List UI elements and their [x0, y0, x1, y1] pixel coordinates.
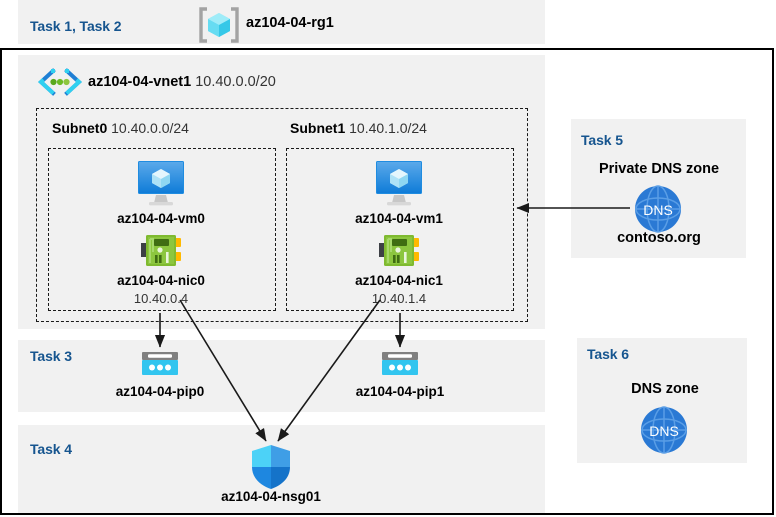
pip1-label: az104-04-pip1 — [355, 384, 445, 399]
network-security-group-icon — [249, 443, 293, 496]
subnet0-name: Subnet0 — [52, 120, 108, 136]
virtual-machine-icon — [133, 159, 189, 212]
nic1-ip: 10.40.1.4 — [371, 291, 427, 306]
dns-zone-heading: DNS zone — [631, 381, 699, 397]
vnet-panel — [18, 55, 545, 329]
nsg-label: az104-04-nsg01 — [221, 489, 321, 504]
task1-task2-label: Task 1, Task 2 — [30, 18, 122, 34]
nic0-label: az104-04-nic0 — [117, 273, 205, 288]
pip0-label: az104-04-pip0 — [115, 384, 205, 399]
subnet0-cidr: 10.40.0.0/24 — [111, 120, 189, 136]
vnet-name: az104-04-vnet1 — [88, 74, 192, 90]
subnet1-cidr: 10.40.1.0/24 — [349, 120, 427, 136]
task5-label: Task 5 — [581, 132, 623, 148]
dns-icon-text: DNS — [649, 423, 679, 439]
nic0-ip: 10.40.0.4 — [133, 291, 189, 306]
contoso-zone-label: contoso.org — [617, 230, 701, 246]
subnet1-name: Subnet1 — [290, 120, 346, 136]
vnet-title: az104-04-vnet1 10.40.0.0/20 — [88, 74, 276, 90]
vm0-label: az104-04-vm0 — [117, 211, 205, 226]
resource-group-name: az104-04-rg1 — [246, 15, 334, 31]
network-interface-icon — [139, 232, 183, 277]
subnet0-title: Subnet0 10.40.0.0/24 — [52, 120, 189, 136]
subnet0-box — [48, 148, 276, 311]
dns-zone-icon: DNS — [638, 404, 690, 461]
vnet-address-space: 10.40.0.0/20 — [195, 74, 276, 90]
private-dns-zone-heading: Private DNS zone — [598, 161, 720, 177]
virtual-network-icon — [36, 68, 84, 101]
task1-task2-panel — [18, 0, 545, 44]
task4-label: Task 4 — [30, 441, 72, 457]
nic1-label: az104-04-nic1 — [355, 273, 443, 288]
subnet1-box — [286, 148, 514, 311]
public-ip-address-icon — [140, 350, 180, 383]
dns-zone-icon: DNS — [632, 183, 684, 240]
public-ip-address-icon — [380, 350, 420, 383]
network-interface-icon — [377, 232, 421, 277]
dns-icon-text: DNS — [643, 202, 673, 218]
subnet1-title: Subnet1 10.40.1.0/24 — [290, 120, 427, 136]
resource-group-icon — [198, 7, 240, 48]
task3-label: Task 3 — [30, 348, 72, 364]
virtual-machine-icon — [371, 159, 427, 212]
task6-label: Task 6 — [587, 346, 629, 362]
task3-panel — [18, 340, 545, 412]
vm1-label: az104-04-vm1 — [355, 211, 443, 226]
